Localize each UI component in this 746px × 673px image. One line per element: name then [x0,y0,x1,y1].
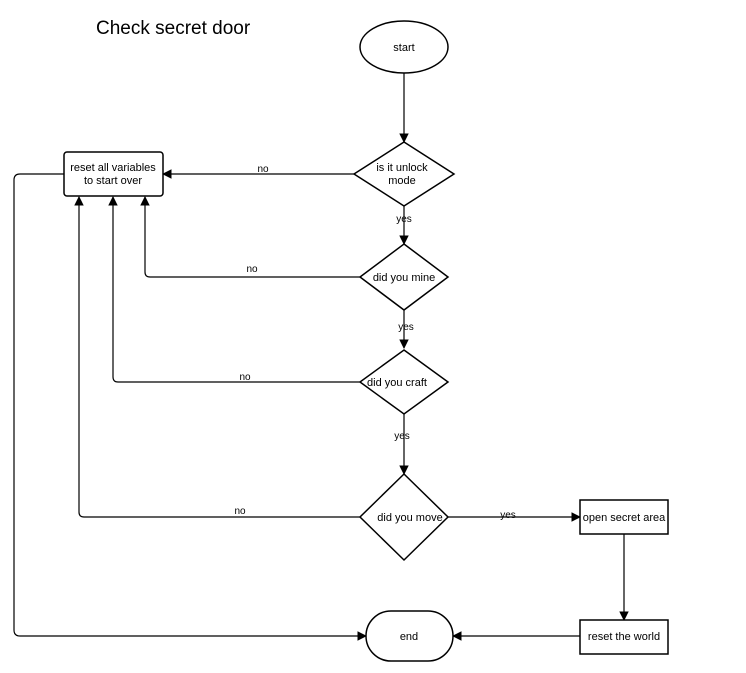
edge-craft-no [108,196,360,383]
edge-label-move-yes: yes [500,510,516,521]
process-reset-variables: reset all variables to start over [63,151,164,197]
process-open-secret-area: open secret area [579,499,669,535]
start-label: start [393,42,414,54]
mine-label: did you mine [373,272,435,284]
reset-vars-label-line2: to start over [84,175,142,187]
edge-reset-vars-to-end [13,173,367,641]
edge-label-craft-no: no [239,372,251,383]
edge-label-move-no: no [234,506,246,517]
decision-unlock-mode: is it unlock mode [352,141,456,207]
end-node: end [365,610,454,662]
open-secret-label: open secret area [583,512,666,524]
edge-label-mine-no: no [246,264,258,275]
start-node: start [359,20,449,74]
decision-craft: did you craft [358,349,450,415]
edge-label-craft-yes: yes [394,431,410,442]
decision-mine: did you mine [358,243,450,311]
edge-label-unlock-yes: yes [396,214,412,225]
reset-world-label: reset the world [588,631,660,643]
decision-move: did you move [358,472,450,562]
unlock-mode-label-line2: mode [388,175,416,187]
move-label: did you move [377,512,442,524]
edge-label-unlock-no: no [257,164,269,175]
craft-label: did you craft [367,377,427,389]
diagram-title: Check secret door [96,18,251,39]
reset-vars-label-line1: reset all variables [70,162,156,174]
end-label: end [400,631,418,643]
edge-label-mine-yes: yes [398,322,414,333]
edge-mine-no [140,196,360,278]
unlock-mode-label-line1: is it unlock [376,162,428,174]
process-reset-world: reset the world [579,619,669,655]
edge-move-no [74,196,360,518]
